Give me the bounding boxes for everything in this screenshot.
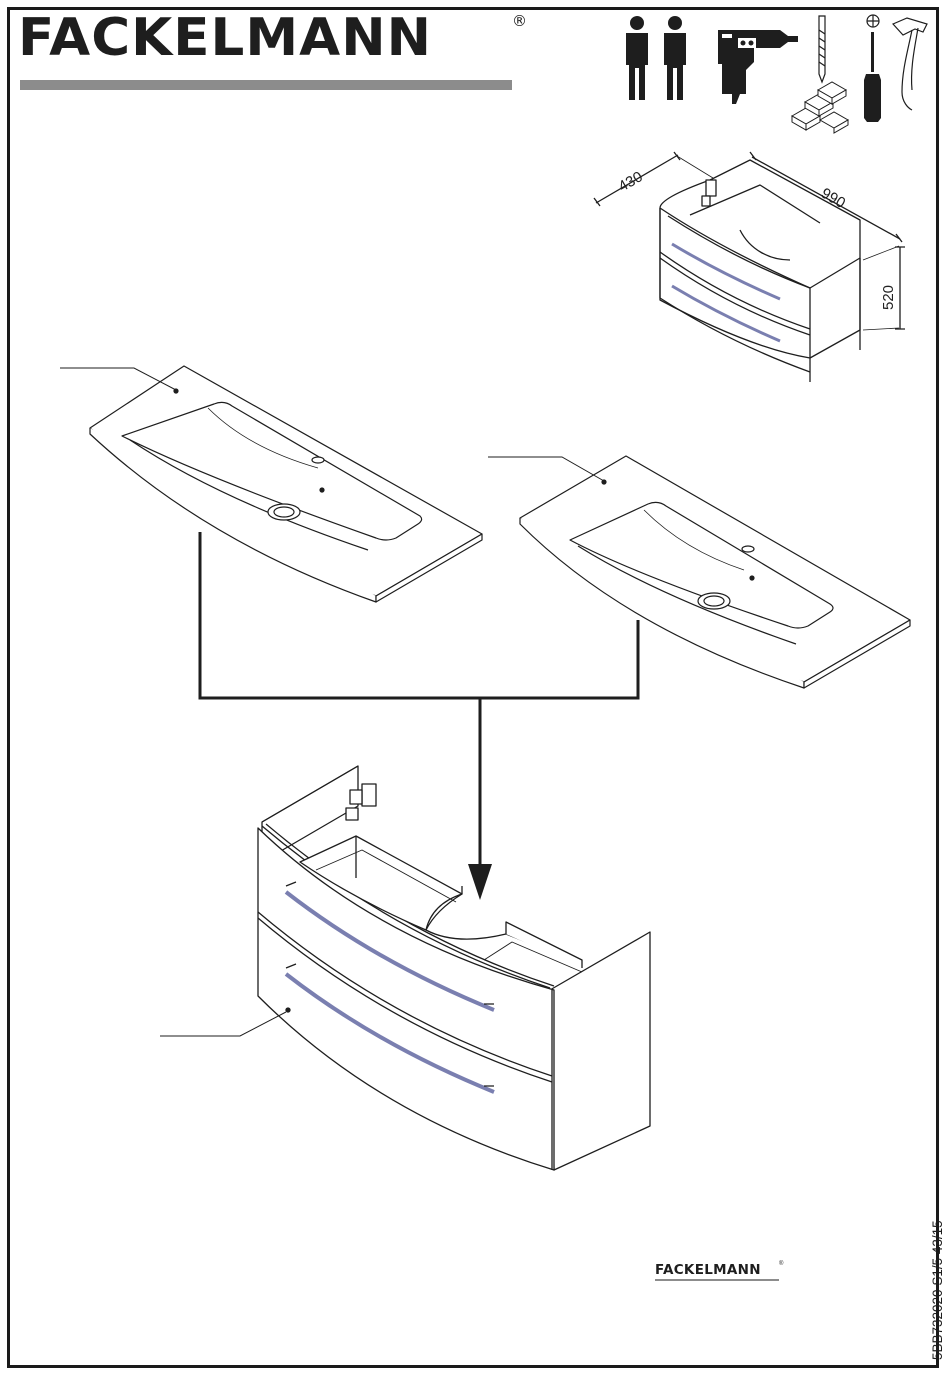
bricks-icon [792,82,848,133]
document-code: 5BB732020 S1/5 43/15 [930,1220,945,1360]
drill-icon [718,30,798,104]
footer-logo-underline [655,1279,779,1281]
phillips-screwdriver-icon [864,32,881,122]
height-dimension: 520 [880,285,897,310]
footer-registered-mark: ® [779,1261,783,1267]
phillips-symbol-icon [867,15,879,27]
hammer-icon [893,18,927,110]
vanity-cabinet [258,766,650,1170]
dimensioned-cabinet-drawing [594,152,905,382]
depth-dimension: 430 [616,168,646,195]
two-persons-icon [626,16,686,100]
washbasin-option-right [520,456,910,688]
footer-brand-logo: FACKELMANN [655,1262,761,1278]
drill-bit-icon [819,16,825,82]
washbasin-option-left [90,366,482,602]
leader-line-basin-right [488,457,604,481]
leader-line-cabinet [160,1012,286,1036]
